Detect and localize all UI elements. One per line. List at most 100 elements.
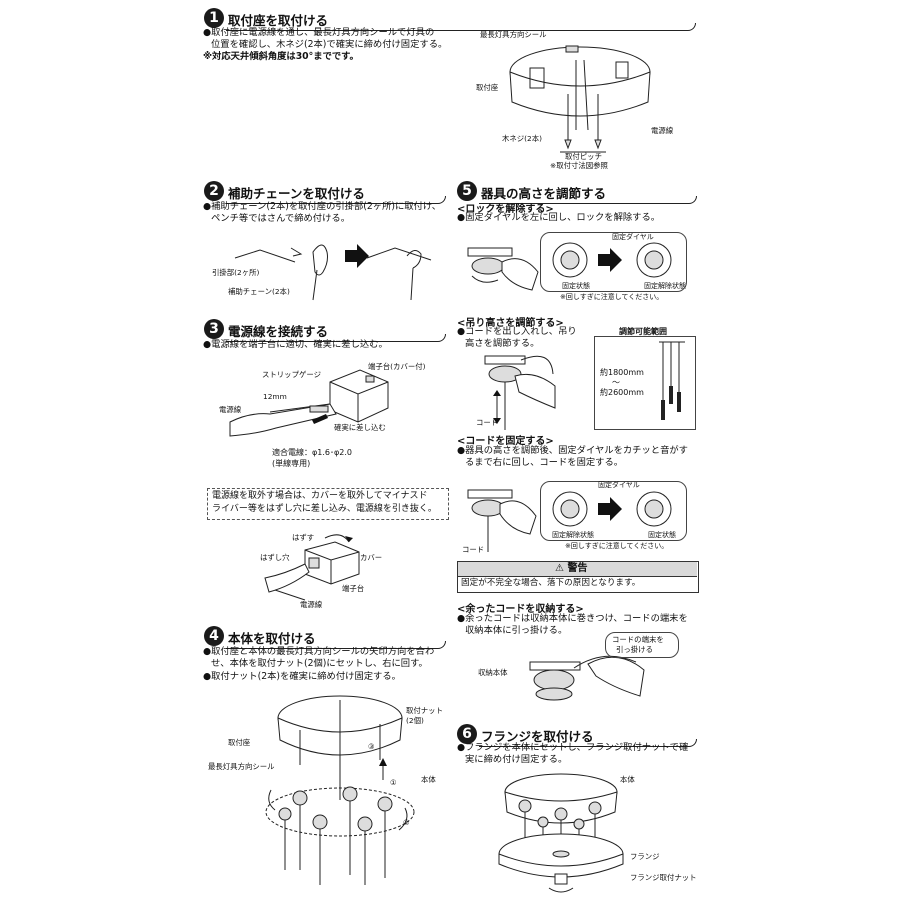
removal-note-line: 電源線を取外す場合は、カバーを取外してマイナスド [212, 491, 428, 501]
note-text: ※対応天井傾斜角度は30°までです。 [203, 51, 359, 62]
subheading-fix-cord: <コードを固定する> [457, 436, 554, 447]
label-cable: 電源線 [300, 600, 323, 609]
dial-states-unlock [552, 242, 672, 278]
label-screw: 木ネジ(2本) [502, 134, 543, 143]
label-cord-end: コードの端末を [612, 635, 664, 644]
label-chain: 補助チェーン(2本) [228, 287, 290, 296]
instruction-line: せ、本体を取付ナット(2個)にセットし、右に回す。 [211, 658, 428, 669]
dial-detail-box [540, 481, 687, 541]
step-number: 1 [204, 8, 224, 28]
step-3-header: 3 電源線を接続する [204, 319, 446, 342]
step-6-header: 6 フランジを取付ける [457, 724, 697, 747]
label-body: 本体 [421, 775, 436, 784]
instruction-line: ●取付座に電源線を通し、最長灯具方向シールで灯具の [203, 27, 435, 38]
label-hook: 引掛部(2ヶ所) [212, 268, 260, 277]
label-hazusu: はずす [292, 533, 315, 542]
label-insert: 確実に差し込む [334, 423, 386, 432]
label-wire-note: (単線専用) [272, 459, 311, 468]
height-adjust-illustration [484, 355, 556, 430]
label-terminal: 端子台(カバー付) [368, 362, 426, 371]
removal-note-line: ライバー等をはずし穴に差し込み、電源線を引き抜く。 [212, 504, 437, 514]
instruction-line: ●補助チェーン(2本)を取付座の引掛部(2ヶ所)に取付け、 [203, 201, 442, 212]
label-12mm: 12mm [263, 392, 287, 401]
callout-2: ② [403, 818, 410, 827]
label-mount: 取付座 [476, 83, 499, 92]
label-pitch: 取付ピッチ [565, 152, 602, 161]
warning-box [457, 561, 699, 593]
dial-states-fix [552, 491, 672, 527]
step-5-header: 5 器具の高さを調節する [457, 181, 697, 204]
label-cover: カバー [360, 553, 383, 562]
label-fixed: 固定状態 [648, 531, 676, 539]
flange-illustration [498, 773, 624, 893]
label-flange-nut: フランジ取付ナット [630, 873, 697, 882]
label-hook-it: 引っ掛ける [616, 645, 653, 654]
step-title: 取付座を取付ける [228, 13, 329, 28]
instruction-line: 実に締め付け固定する。 [465, 754, 568, 765]
instruction-line: ●器具の高さを調節後、固定ダイヤルをカチッと音がす [457, 445, 688, 456]
instruction-line: 位置を確認し、木ネジ(2本)で確実に締め付け固定する。 [211, 39, 448, 50]
subheading-store-cord: <余ったコードを収納する> [457, 604, 584, 615]
cord-storage-illustration [529, 655, 645, 701]
callout-3: ③ [368, 742, 375, 751]
label-fixed: 固定状態 [562, 282, 590, 290]
step-number: 3 [204, 319, 224, 339]
instruction-line: 高さを調節する。 [465, 338, 540, 349]
step-number: 4 [204, 626, 224, 646]
subheading-height: <吊り高さを調節する> [457, 318, 564, 329]
label-nut: 取付ナット [406, 706, 443, 715]
range-tilde: 〜 [612, 378, 620, 387]
label-storage: 収納本体 [478, 668, 508, 677]
warning-text: 固定が不完全な場合、落下の原因となります。 [461, 578, 641, 588]
step-4-header: 4 本体を取付ける [204, 626, 446, 649]
instruction-line: ●取付座と本体の最長灯具方向シールの矢印方向を合わ [203, 646, 435, 657]
callout-1: ① [390, 778, 397, 787]
warning-title: ⚠ 警告 [555, 563, 588, 574]
range-box [594, 336, 696, 430]
subheading-unlock: <ロックを解除する> [457, 204, 554, 215]
label-pitch-note: ※取付寸法図参照 [550, 161, 608, 170]
label-released: 固定解除状態 [644, 282, 686, 290]
step-title: 器具の高さを調節する [481, 186, 607, 201]
label-body: 本体 [620, 775, 635, 784]
label-seal: 最長灯具方向シール [208, 762, 275, 771]
instruction-line: ●電源線を端子台に適切、確実に差し込む。 [203, 339, 388, 350]
instruction-line: ペンチ等ではさんで締め付ける。 [211, 213, 350, 224]
range-title: 調節可能範囲 [617, 327, 669, 336]
unlock-hand-illustration [467, 247, 539, 291]
label-dial: 固定ダイヤル [598, 481, 640, 489]
label-seal: 最長灯具方向シール [480, 30, 547, 39]
instruction-line: ●フランジを本体にセットし、フランジ取付ナットで確 [457, 742, 689, 753]
step-number: 5 [457, 181, 477, 201]
step-title: フランジを取付ける [481, 729, 594, 744]
label-cable: 電源線 [219, 405, 242, 414]
step-title: 本体を取付ける [228, 631, 316, 646]
terminal-removal-illustration [264, 534, 360, 601]
label-wire-spec: 適合電線：φ1.6･φ2.0 [272, 448, 352, 457]
label-dial: 固定ダイヤル [612, 233, 654, 241]
label-cable: 電源線 [651, 126, 674, 135]
instruction-line: ●余ったコードは収納本体に巻きつけ、コードの端末を [457, 613, 688, 624]
label-cord: コード [476, 418, 499, 427]
instruction-line: 収納本体に引っ掛ける。 [465, 625, 568, 636]
label-cord: コード [462, 545, 485, 554]
note-overturn: ※回しすぎに注意してください。 [565, 542, 669, 550]
label-released: 固定解除状態 [552, 531, 594, 539]
label-hole: はずし穴 [260, 553, 290, 562]
dial-detail-box [540, 232, 687, 292]
fix-cord-hand-illustration [467, 489, 537, 552]
step-number: 6 [457, 724, 477, 744]
chain-illustration [234, 244, 432, 301]
step-2-header: 2 補助チェーンを取付ける [204, 181, 446, 204]
ceiling-mount-illustration [509, 45, 651, 153]
instruction-line: るまで右に回し、コードを固定する。 [465, 457, 624, 468]
cord-end-callout [605, 632, 679, 658]
instruction-line: ●取付ナット(2本)を確実に締め付け固定する。 [203, 671, 401, 682]
range-lamp-illustration [659, 341, 685, 420]
warning-title-bar [458, 562, 697, 577]
step-title: 電源線を接続する [228, 324, 329, 339]
terminal-connection-illustration [229, 369, 389, 437]
label-mount: 取付座 [228, 738, 251, 747]
instruction-line: ●固定ダイヤルを左に回し、ロックを解除する。 [457, 212, 661, 223]
instruction-line: ●コードを出し入れし、吊り [457, 326, 577, 337]
